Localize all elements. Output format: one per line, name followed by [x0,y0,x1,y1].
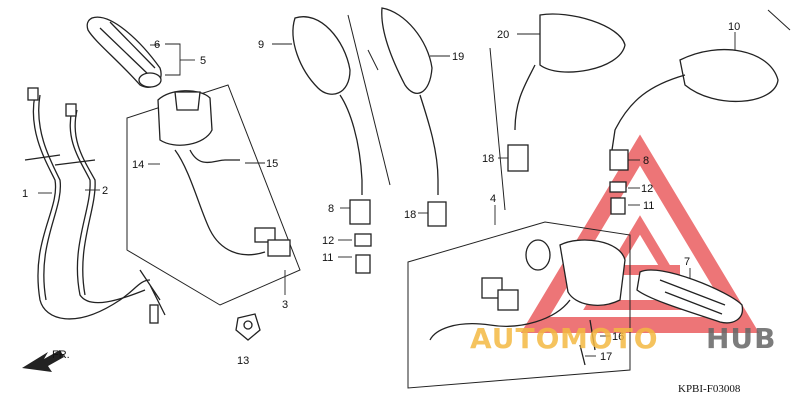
front-arrow-label: FR. [52,349,70,361]
callout-13: 13 [237,355,249,367]
callout-7: 7 [684,256,690,268]
callout-1: 1 [22,188,28,200]
watermark-part-a: AUTO [470,322,560,355]
callout-12b: 12 [641,183,653,195]
callout-12: 12 [322,235,334,247]
callout-17: 17 [600,351,612,363]
callout-11: 11 [322,252,333,264]
callout-4: 4 [490,193,496,205]
throttle-cables [24,87,166,324]
callout-19: 19 [452,51,464,63]
watermark-part-c: HUB [706,322,777,355]
callout-15: 15 [266,158,278,170]
callout-8b: 8 [643,155,649,167]
callout-14: 14 [132,159,144,171]
leader-lines [38,32,736,357]
left-mirrors [292,7,447,274]
callout-9: 9 [258,39,264,51]
watermark-text: AUTO MOTO HUB [470,322,777,355]
assembly-box-4 [407,221,631,389]
callout-8: 8 [328,203,334,215]
callout-20: 20 [497,29,509,41]
front-arrow: FR. [22,349,70,372]
right-grip [636,269,744,324]
drawing-code: KPBI-F03008 [678,383,741,395]
assembly-box-3 [126,84,301,306]
callout-11b: 11 [643,200,654,212]
switch-clamp [235,313,261,341]
callout-10: 10 [728,21,740,33]
callout-3: 3 [282,299,288,311]
callout-2: 2 [102,185,108,197]
left-grip [86,16,162,88]
callout-16: 16 [612,331,624,343]
callout-6: 6 [154,39,160,51]
left-switch-housing [157,90,291,257]
callout-5: 5 [200,55,206,67]
watermark-part-b: MOTO [560,322,659,355]
callout-labels: 1 2 3 4 5 6 7 8 8 9 10 11 11 12 12 13 14… [22,21,740,367]
callout-18b: 18 [482,153,494,165]
right-mirrors [507,13,779,215]
right-switch-housing [429,239,626,366]
callout-18: 18 [404,209,416,221]
